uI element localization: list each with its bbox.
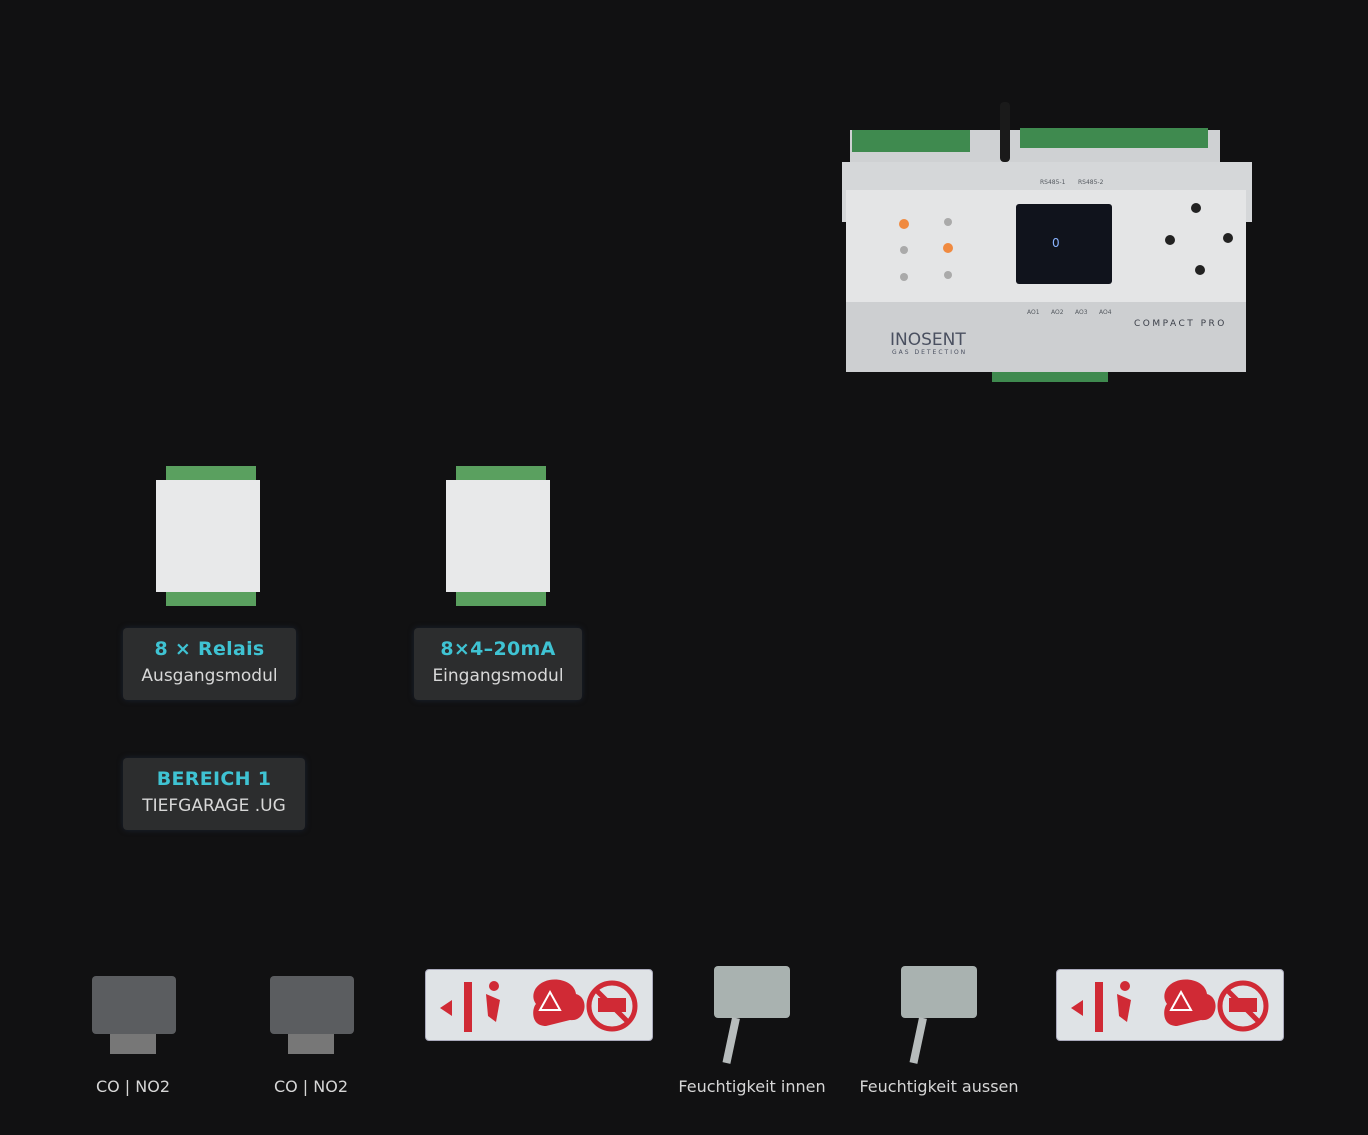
humidity-sensor-icon[interactable] (708, 962, 798, 1066)
port-label-ao4: AO4 (1099, 309, 1112, 316)
device-label: CO | NO2 (273, 1077, 349, 1096)
device-label: Feuchtigkeit aussen (859, 1077, 1019, 1096)
gas-controller-image[interactable]: RS485-1 RS485-2 AO1 AO2 AO3 AO4 0 INOSEN… (842, 102, 1258, 384)
port-label-ao3: AO3 (1075, 309, 1088, 316)
area-card[interactable]: BEREICH 1 TIEFGARAGE .UG (123, 758, 305, 830)
display-value: 0 (1052, 236, 1060, 250)
gas-sensor-icon[interactable] (88, 962, 178, 1058)
card-title: 8 × Relais (154, 638, 265, 660)
brand-tagline: GAS DETECTION (892, 349, 967, 356)
input-module-card[interactable]: 8×4–20mA Eingangsmodul (414, 628, 582, 700)
port-label-ao1: AO1 (1027, 309, 1040, 316)
card-subtitle: Eingangsmodul (432, 666, 564, 686)
relay-module-card[interactable]: 8 × Relais Ausgangsmodul (123, 628, 296, 700)
device-label: CO | NO2 (95, 1077, 171, 1096)
gas-sensor-icon[interactable] (266, 962, 356, 1058)
card-title: 8×4–20mA (440, 638, 556, 660)
warning-sign-icon[interactable] (1056, 969, 1284, 1041)
brand-logo: INOSENT (890, 330, 966, 350)
port-label-ao2: AO2 (1051, 309, 1064, 316)
relay-module-image[interactable] (150, 466, 266, 608)
card-subtitle: Ausgangsmodul (141, 666, 278, 686)
port-label-rs485-2: RS485-2 (1078, 179, 1104, 186)
area-title: BEREICH 1 (156, 768, 272, 790)
humidity-sensor-icon[interactable] (895, 962, 985, 1066)
warning-sign-icon[interactable] (425, 969, 653, 1041)
port-label-rs485-1: RS485-1 (1040, 179, 1066, 186)
input-module-image[interactable] (440, 466, 556, 608)
area-subtitle: TIEFGARAGE .UG (142, 796, 286, 816)
device-label: Feuchtigkeit innen (678, 1077, 826, 1096)
model-name: COMPACT PRO (1134, 319, 1227, 329)
